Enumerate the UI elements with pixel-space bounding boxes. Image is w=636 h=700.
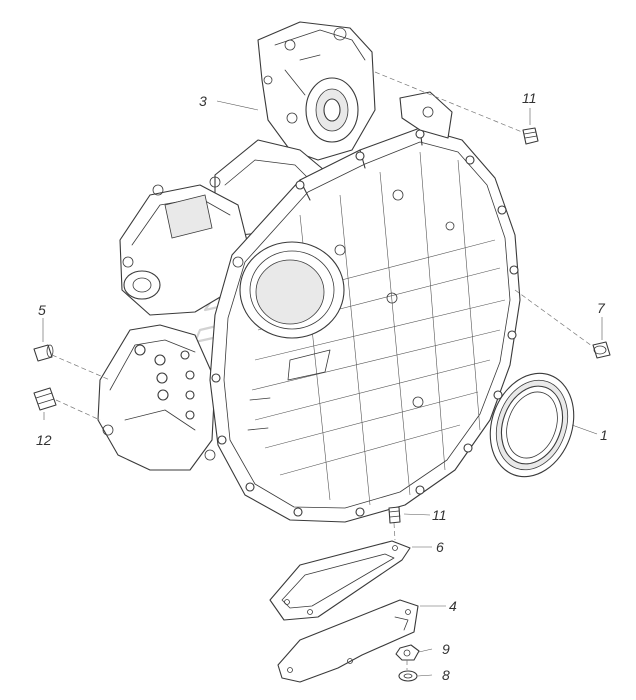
callout-11-top: 11 <box>522 90 537 106</box>
washer-8 <box>398 670 418 682</box>
callout-11-middle: 11 <box>432 507 447 523</box>
nut-9 <box>395 644 420 661</box>
leader-lines <box>42 71 603 677</box>
callout-labels: 1 3 4 5 6 7 8 9 11 11 12 <box>36 90 608 683</box>
callout-7: 7 <box>597 300 606 316</box>
plug-5 <box>33 344 54 362</box>
crankshaft-seal <box>489 372 575 478</box>
callout-3: 3 <box>199 93 207 109</box>
bushing-middle-11 <box>388 506 401 524</box>
plug-7 <box>592 341 611 359</box>
callout-6: 6 <box>436 539 444 555</box>
flywheel-housing <box>97 21 521 523</box>
callout-1: 1 <box>600 427 608 443</box>
cover-plate <box>277 599 419 683</box>
cover-gasket <box>269 540 411 621</box>
pin-12 <box>33 387 57 411</box>
callout-4: 4 <box>449 598 457 614</box>
callout-5: 5 <box>38 302 46 318</box>
callout-9: 9 <box>442 641 450 657</box>
callout-12: 12 <box>36 432 52 448</box>
bushing-top-11 <box>522 127 539 145</box>
callout-8: 8 <box>442 667 450 683</box>
